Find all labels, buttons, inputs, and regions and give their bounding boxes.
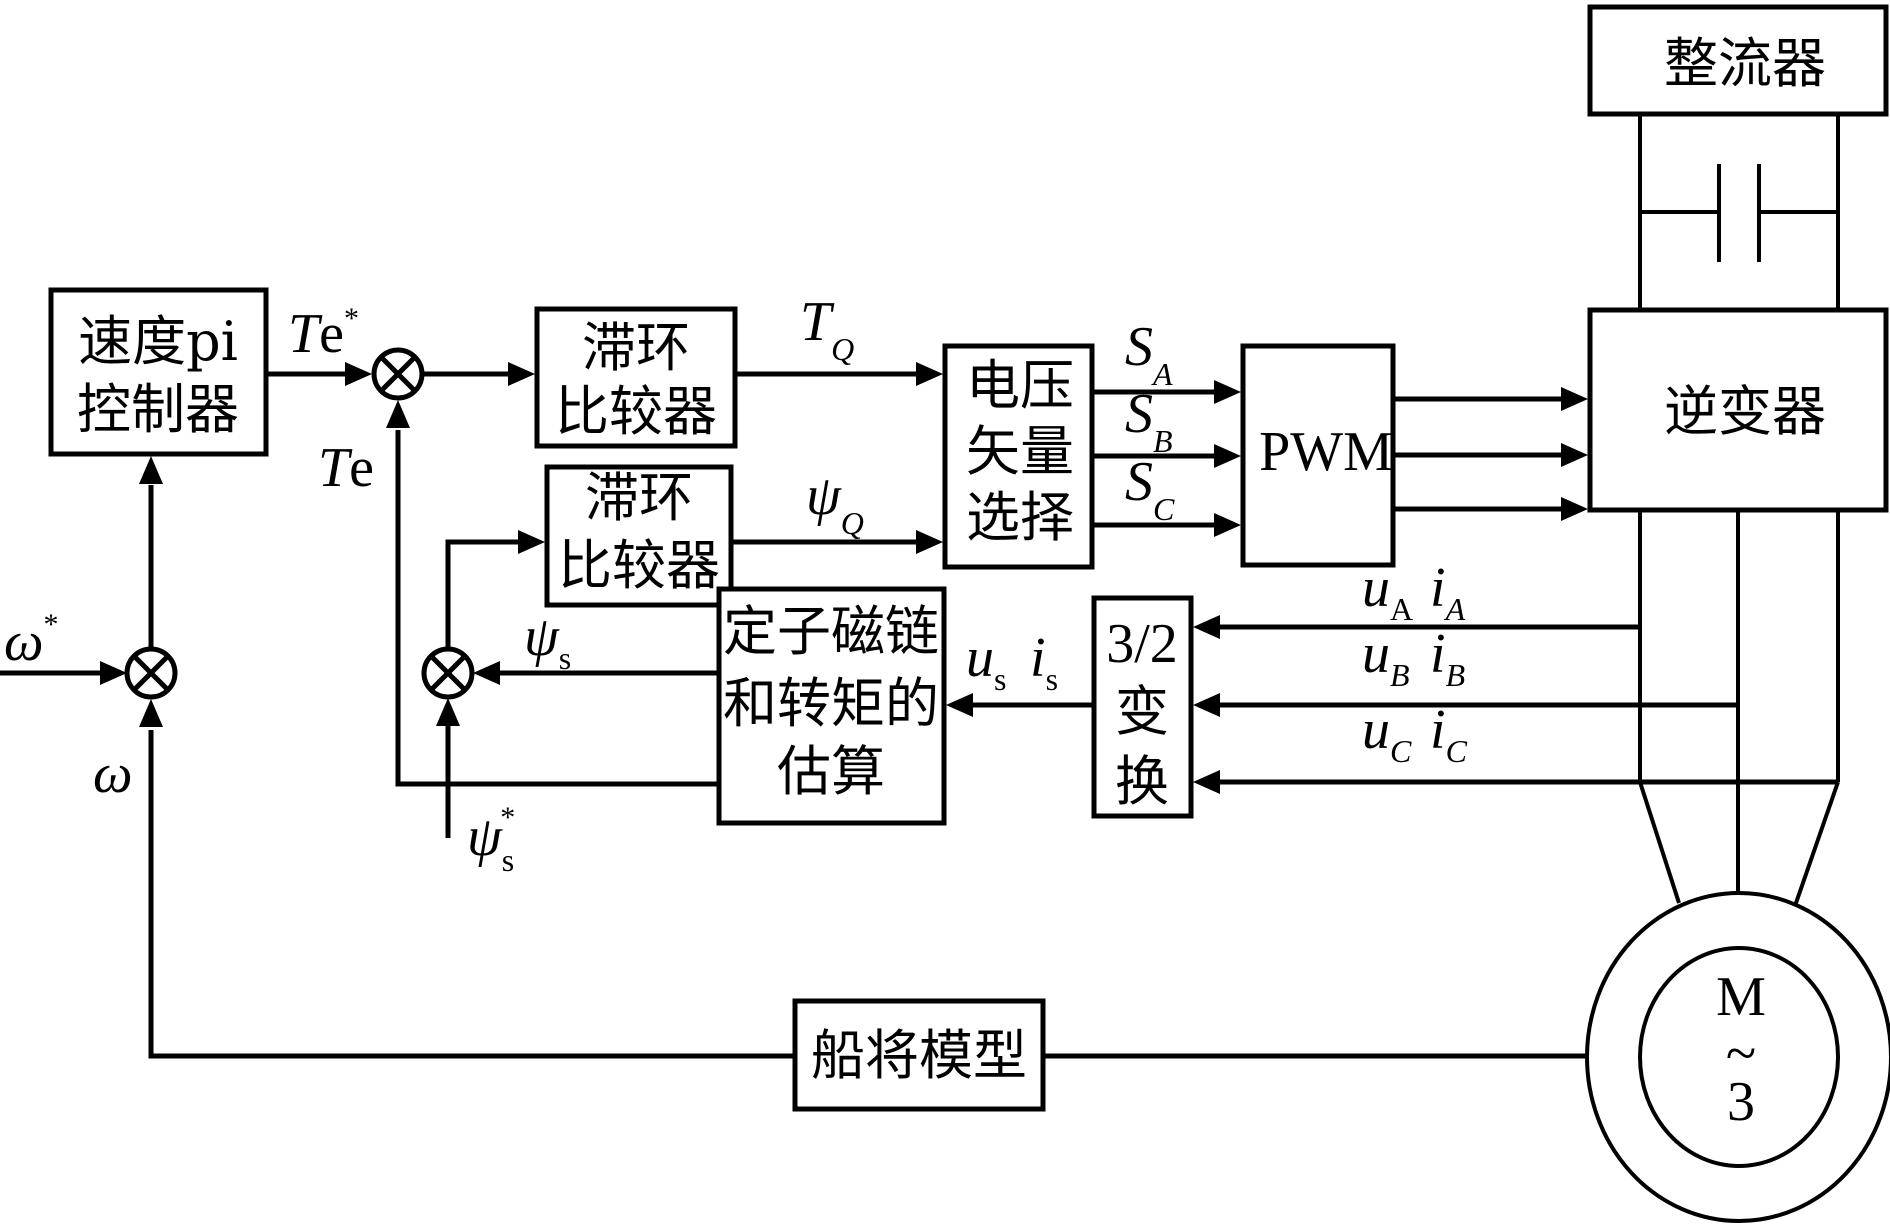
uc-label: uC [1362, 699, 1412, 769]
wire-torque-error [422, 362, 535, 386]
ia-label: iA [1430, 557, 1466, 627]
transform-label-line3: 换 [1115, 750, 1169, 813]
motor-symbol: M ~ 3 [1585, 891, 1890, 1223]
ub-label: uB [1362, 623, 1410, 693]
psis-label: ψs [524, 606, 571, 676]
omega-feedback-label: ω [93, 743, 133, 805]
torque-hysteresis-label-line2: 比较器 [555, 380, 717, 443]
wire-phase-c-measure [1193, 770, 1838, 794]
transform-label-line2: 变 [1115, 680, 1169, 743]
torque-sum-junction-icon [371, 347, 425, 401]
speed-pi-label-line1: 速度pi [78, 310, 238, 373]
wire-phase-b-measure [1193, 693, 1738, 717]
wire-psiq [731, 530, 943, 554]
estimator-label-line2: 和转矩的 [723, 672, 939, 735]
speed-sum-junction-icon [124, 646, 178, 700]
estimator-label-line1: 定子磁链 [723, 600, 939, 663]
wire-te-feedback [386, 400, 719, 787]
wire-sb [1092, 444, 1241, 468]
torque-hysteresis-label-line1: 滞环 [582, 316, 690, 379]
wire-psis [473, 661, 719, 685]
motor-label-tilde: ~ [1726, 1023, 1756, 1085]
flux-hysteresis-label-line1: 滞环 [585, 466, 693, 529]
inverter-label: 逆变器 [1664, 380, 1826, 443]
wire-phase-a-measure [1193, 615, 1640, 639]
flux-sum-junction-icon [421, 646, 475, 700]
flux-hysteresis-label-line2: 比较器 [558, 534, 720, 597]
ib-label: iB [1430, 623, 1465, 693]
voltage-vector-label-line1: 电压 [966, 354, 1074, 417]
estimator-label-line3: 估算 [777, 740, 885, 803]
torque-hysteresis-comparator-block: 滞环 比较器 [534, 306, 738, 449]
te-ref-label: Te* [288, 302, 359, 365]
speed-pi-label-line2: 控制器 [77, 378, 239, 441]
is-label: is [1030, 627, 1058, 697]
clarke-transform-block: 3/2 变 换 [1091, 595, 1194, 819]
wire-flux-error [445, 530, 545, 649]
us-label: us [966, 627, 1006, 697]
sa-label: SA [1125, 316, 1173, 392]
ua-label: uA [1362, 557, 1413, 627]
ship-model-block: 船将模型 [792, 998, 1046, 1112]
wire-pwm-gate-1 [1393, 387, 1588, 411]
motor-phase-lines [1638, 510, 1840, 904]
rectifier-block: 整流器 [1587, 4, 1889, 117]
wire-te-ref [266, 362, 372, 386]
wire-us-is [946, 693, 1094, 717]
rectifier-label: 整流器 [1664, 32, 1826, 95]
wire-speed-error [139, 456, 163, 649]
te-feedback-label: Te [318, 437, 374, 499]
wire-psis-ref [436, 698, 460, 838]
capacitor-icon [1717, 164, 1761, 262]
wire-pwm-gate-2 [1393, 443, 1588, 467]
flux-hysteresis-comparator-block: 滞环 比较器 [544, 464, 734, 608]
speed-pi-controller-block: 速度pi 控制器 [48, 287, 269, 457]
wire-sa [1092, 380, 1241, 404]
wire-omega-ref [0, 661, 127, 685]
ic-label: iC [1430, 699, 1468, 769]
pwm-label: PWM [1259, 421, 1393, 483]
omega-ref-label: ω* [4, 608, 59, 673]
transform-label-line1: 3/2 [1106, 613, 1178, 675]
dc-link [1638, 114, 1840, 310]
inverter-block: 逆变器 [1587, 307, 1889, 513]
pwm-block: PWM [1240, 343, 1396, 568]
psis-ref-label: ψs* [467, 801, 515, 878]
sb-label: SB [1125, 383, 1173, 459]
wire-tq [735, 362, 943, 386]
motor-label-phases: 3 [1727, 1071, 1755, 1133]
voltage-vector-select-block: 电压 矢量 选择 [942, 343, 1095, 570]
sc-label: SC [1125, 451, 1175, 527]
psiq-label: ψQ [806, 465, 864, 541]
wire-pwm-gate-3 [1393, 497, 1588, 521]
tq-label: TQ [800, 291, 854, 367]
motor-label-m: M [1716, 966, 1766, 1028]
ship-model-label: 船将模型 [811, 1024, 1027, 1087]
wire-omega-feedback [139, 699, 795, 1059]
voltage-vector-label-line2: 矢量 [966, 420, 1074, 483]
flux-torque-estimator-block: 定子磁链 和转矩的 估算 [716, 586, 947, 826]
voltage-vector-label-line3: 选择 [966, 486, 1074, 549]
wire-sc [1092, 513, 1241, 537]
